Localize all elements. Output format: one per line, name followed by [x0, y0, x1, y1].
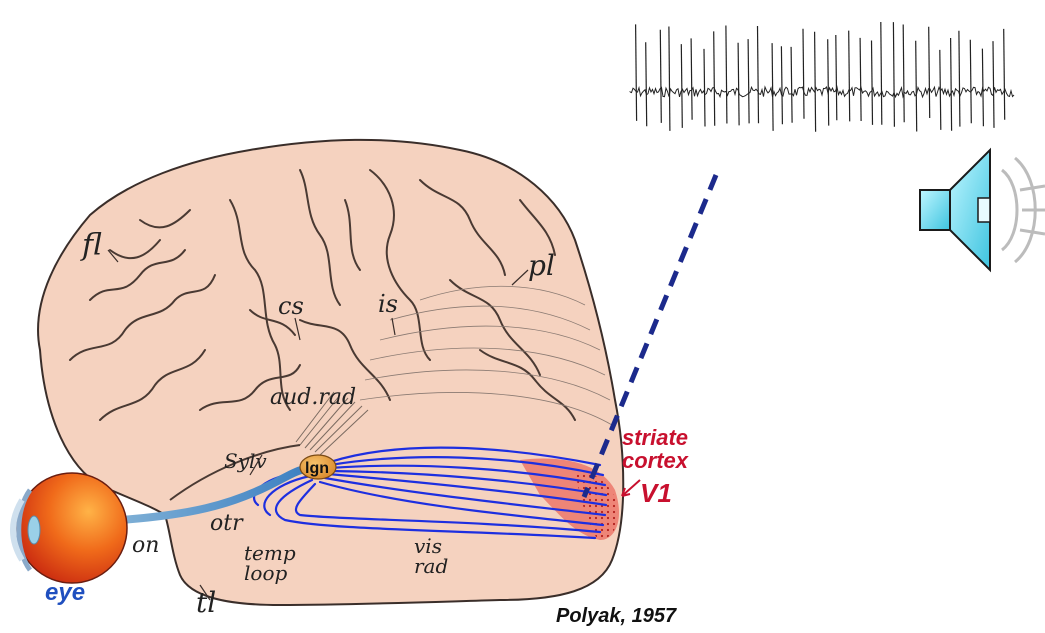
- spike: [691, 38, 692, 119]
- spike: [959, 31, 960, 127]
- spike: [929, 27, 930, 118]
- eye: [13, 473, 127, 583]
- spike: [815, 32, 816, 132]
- spike: [738, 43, 739, 126]
- label-fl: fl: [80, 228, 102, 263]
- spike: [893, 22, 894, 127]
- v1-pointer-arrow: [622, 480, 640, 496]
- label-on: on: [132, 533, 159, 558]
- label-eye: eye: [45, 579, 85, 606]
- label-v1: V1: [640, 478, 672, 508]
- spike: [669, 27, 670, 131]
- spike: [748, 39, 749, 123]
- spike: [881, 22, 882, 125]
- label-aud-rad: aud.rad: [270, 385, 356, 410]
- spike: [646, 42, 647, 126]
- label-is: is: [378, 290, 398, 318]
- label-tl: tl: [196, 586, 216, 619]
- spike: [903, 25, 904, 123]
- spike: [660, 30, 661, 123]
- spike: [828, 39, 829, 125]
- spike: [772, 43, 773, 131]
- label-otr: otr: [210, 511, 244, 536]
- label-loop: loop: [244, 561, 287, 585]
- spike: [791, 47, 792, 123]
- spike: [758, 26, 759, 123]
- spike-train: [630, 22, 1014, 132]
- spike: [940, 50, 941, 130]
- spike: [860, 38, 861, 121]
- spike: [836, 35, 837, 120]
- label-cortex: cortex: [622, 448, 689, 473]
- label-striate: striate: [622, 425, 688, 450]
- spike: [1004, 29, 1005, 120]
- spike: [951, 38, 952, 131]
- spike: [726, 26, 727, 124]
- credit-text: Polyak, 1957: [556, 605, 677, 627]
- spike: [803, 29, 804, 119]
- spike: [636, 24, 637, 121]
- label-rad: rad: [414, 554, 448, 578]
- spike: [681, 44, 682, 128]
- spike-baseline: [630, 87, 1014, 97]
- label-lgn: lgn: [305, 460, 329, 477]
- speaker-icon[interactable]: [920, 150, 1045, 270]
- spike: [714, 31, 715, 125]
- spike: [916, 41, 917, 132]
- spike: [982, 49, 983, 127]
- spike: [872, 41, 873, 125]
- spike: [781, 46, 782, 124]
- label-cs: cs: [278, 292, 304, 320]
- spike: [993, 41, 994, 128]
- label-sylv: Sylv: [224, 449, 267, 473]
- spike: [849, 31, 850, 122]
- label-pl: pl: [528, 249, 555, 282]
- spike: [970, 40, 971, 124]
- spike: [704, 49, 705, 127]
